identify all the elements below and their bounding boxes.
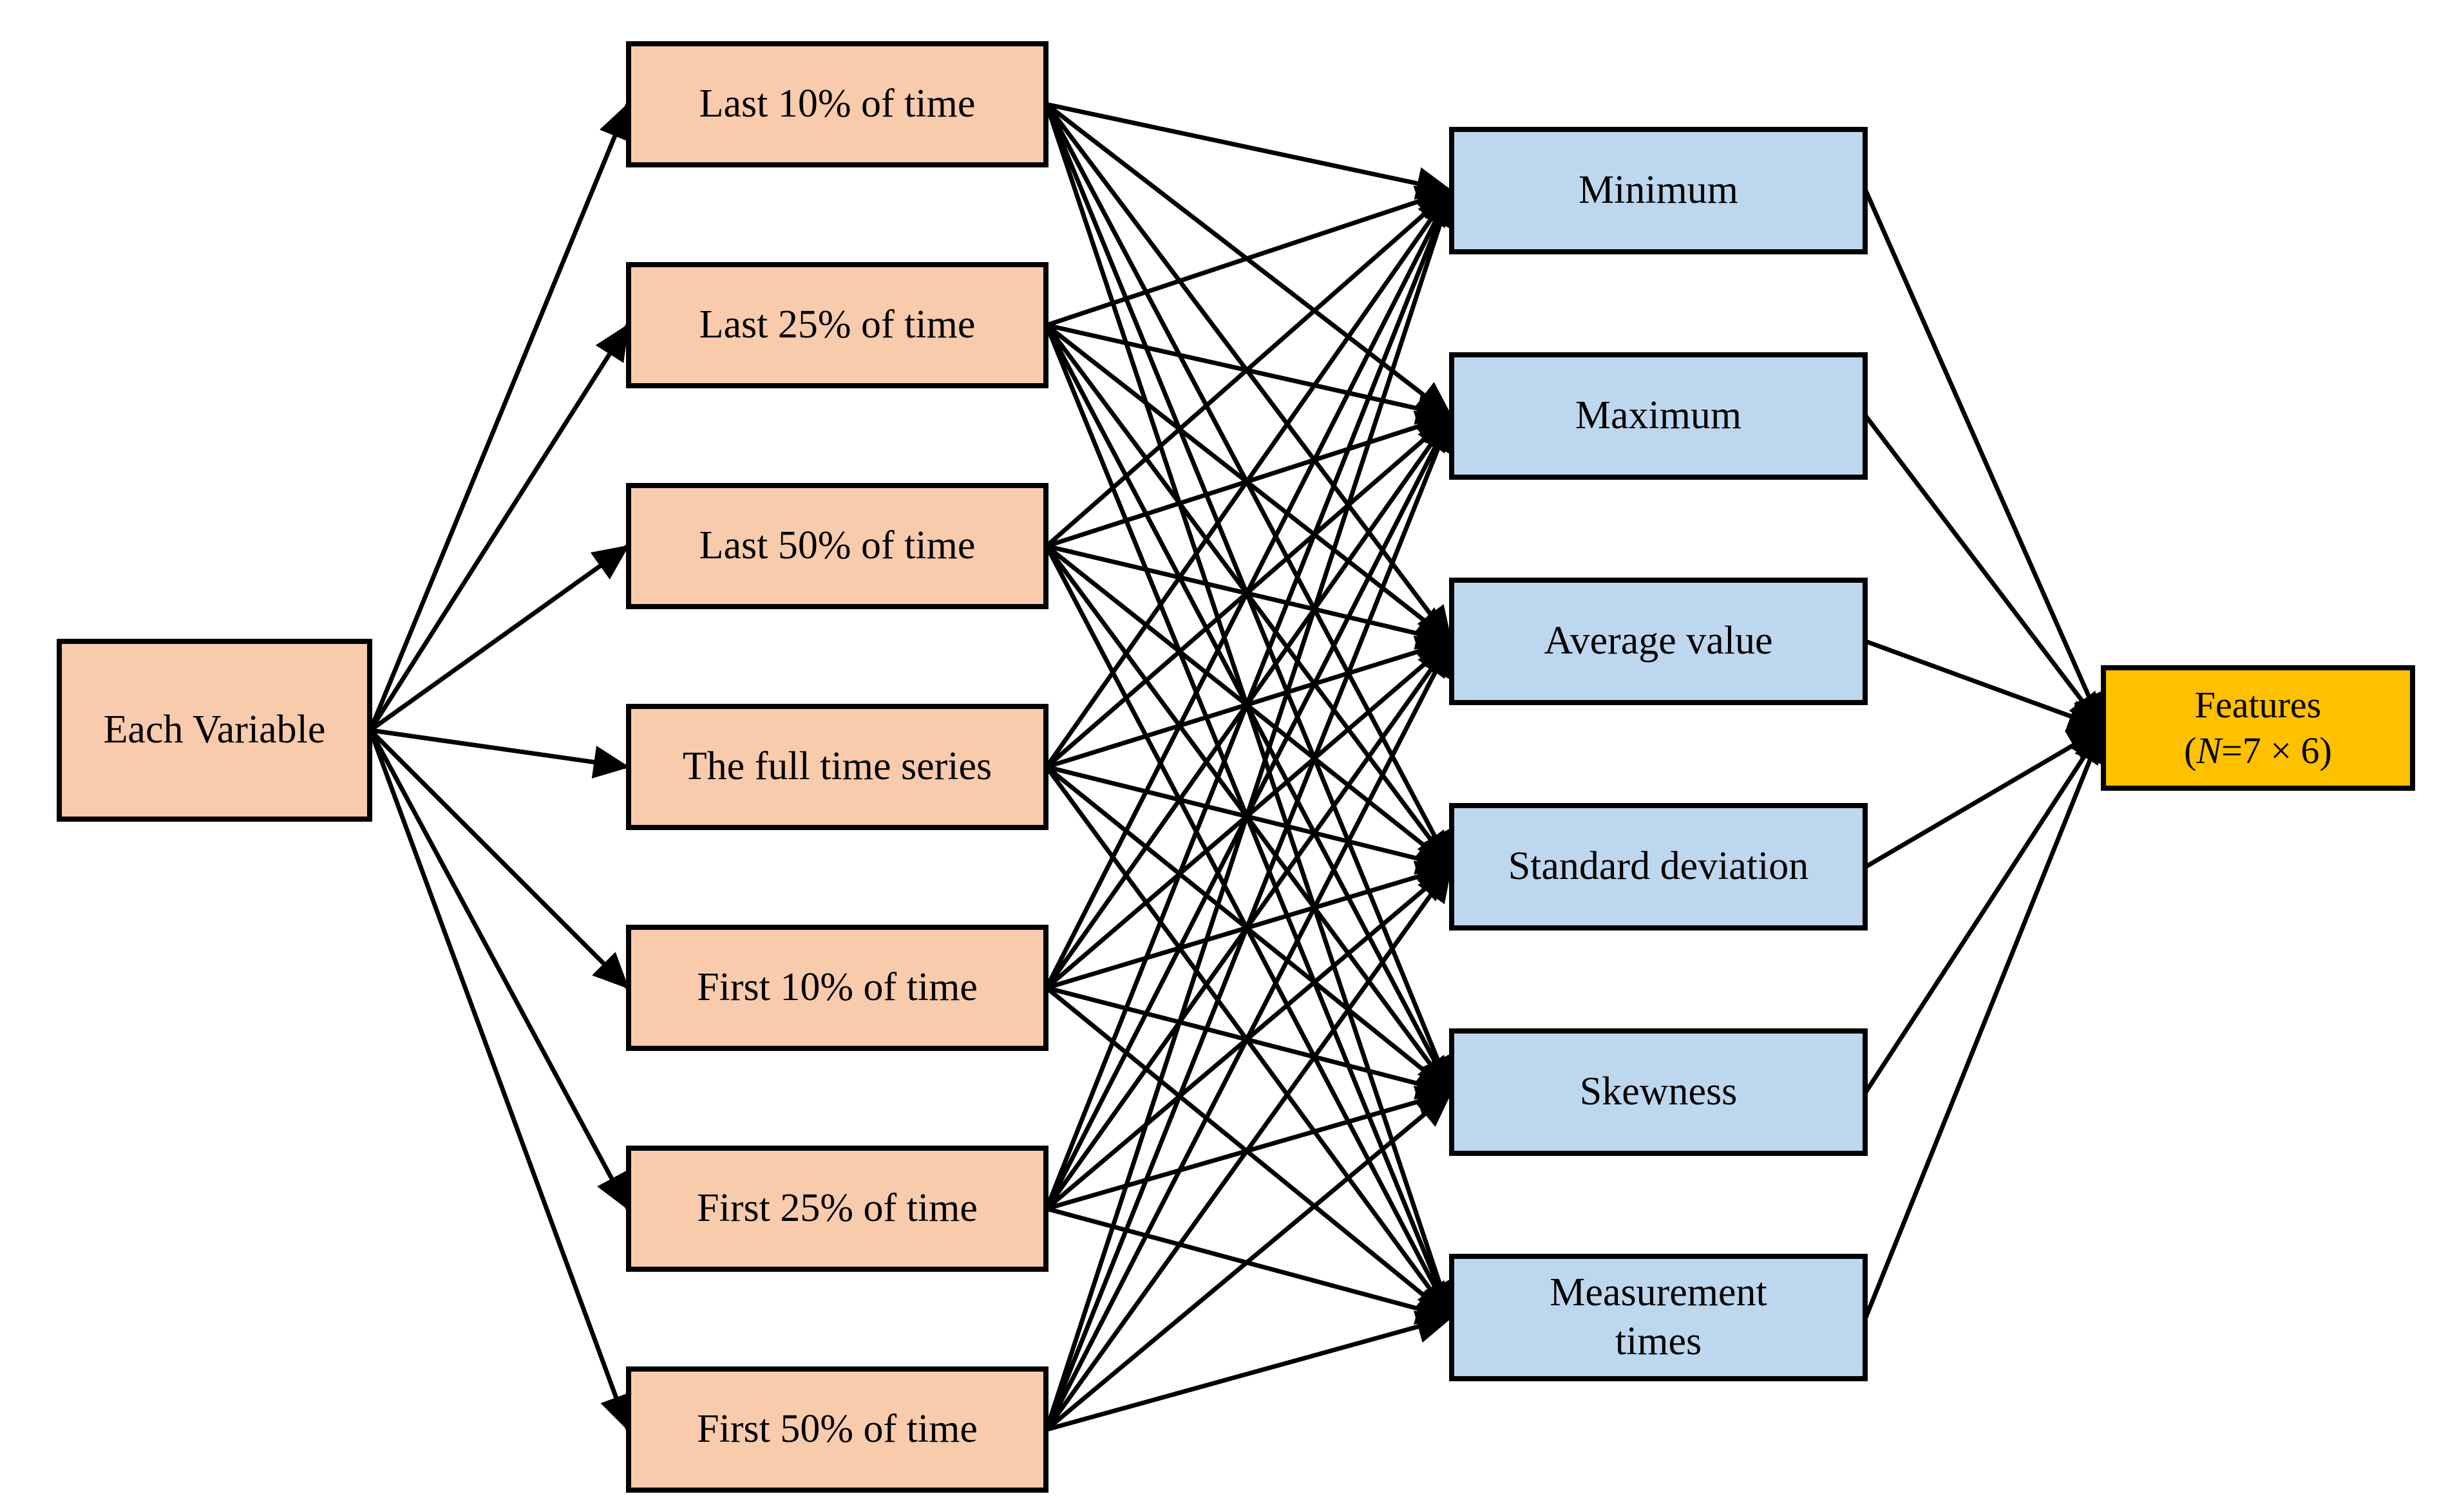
edge-first50-max — [1044, 414, 1454, 1431]
node-maximum: Maximum — [1449, 352, 1868, 480]
node-label: Skewness — [1579, 1070, 1738, 1114]
edge-eachvar-first25 — [368, 729, 631, 1211]
edge-avg-features — [1864, 639, 2105, 732]
node-label: Standard deviation — [1508, 844, 1809, 889]
edge-eachvar-last10 — [368, 102, 631, 732]
edge-last50-min — [1045, 189, 1453, 548]
node-features: Features (N=7 × 6) — [2101, 665, 2415, 791]
node-label: Features — [2194, 683, 2322, 726]
node-last-25-of-time: Last 25% of time — [626, 262, 1048, 388]
node-first-50-of-time: First 50% of time — [626, 1366, 1048, 1493]
node-label: Last 25% of time — [699, 303, 976, 347]
edge-last10-min — [1046, 102, 1453, 200]
node-skewness: Skewness — [1449, 1028, 1868, 1156]
edge-full-min — [1045, 189, 1453, 769]
node-label: First 25% of time — [697, 1186, 978, 1231]
edge-eachvar-last50 — [368, 544, 630, 732]
node-last-50-of-time: Last 50% of time — [626, 483, 1048, 609]
node-full-time-series: The full time series — [626, 704, 1048, 830]
edge-eachvar-last25 — [368, 323, 630, 732]
node-last-10-of-time: Last 10% of time — [626, 41, 1048, 167]
edge-min-features — [1863, 189, 2105, 730]
edge-first50-avg — [1044, 639, 1454, 1431]
paren-open: ( — [2184, 729, 2197, 771]
edge-first50-meas — [1046, 1310, 1453, 1432]
edge-first25-min — [1044, 189, 1454, 1210]
node-label: First 50% of time — [697, 1407, 978, 1451]
node-label: times — [1615, 1319, 1702, 1363]
edge-eachvar-full — [370, 728, 630, 779]
node-label: Measurement — [1550, 1271, 1767, 1315]
edge-first50-min — [1044, 189, 1456, 1431]
node-standard-deviation: Standard deviation — [1449, 803, 1868, 931]
edge-eachvar-first50 — [368, 729, 632, 1432]
node-each-variable: Each Variable — [57, 639, 372, 822]
node-minimum: Minimum — [1449, 127, 1868, 254]
edge-first50-skew — [1045, 1090, 1453, 1432]
n-symbol: N — [2196, 729, 2222, 771]
node-measurement-times: Measurement times — [1449, 1254, 1868, 1381]
edge-first10-min — [1044, 189, 1454, 989]
node-label: Maximum — [1575, 393, 1742, 438]
node-label: Minimum — [1578, 168, 1739, 213]
n-equation: =7 × 6) — [2221, 729, 2332, 771]
node-label: Last 10% of time — [699, 82, 976, 126]
node-first-10-of-time: First 10% of time — [626, 925, 1048, 1051]
node-label: Average value — [1544, 619, 1773, 663]
edge-eachvar-first10 — [368, 728, 630, 990]
node-label: First 10% of time — [697, 965, 978, 1010]
node-average-value: Average value — [1449, 578, 1868, 705]
node-label: Last 50% of time — [699, 524, 976, 568]
node-sublabel: (N=7 × 6) — [2184, 728, 2332, 774]
node-label: Each Variable — [103, 708, 326, 752]
edge-skew-features — [1864, 726, 2105, 1093]
node-label: The full time series — [682, 744, 992, 789]
edge-last25-min — [1045, 185, 1453, 328]
edge-std-features — [1864, 726, 2105, 869]
edge-meas-features — [1863, 726, 2106, 1319]
edge-max-features — [1864, 414, 2105, 730]
node-first-25-of-time: First 25% of time — [626, 1146, 1048, 1272]
edge-first50-std — [1045, 865, 1453, 1432]
